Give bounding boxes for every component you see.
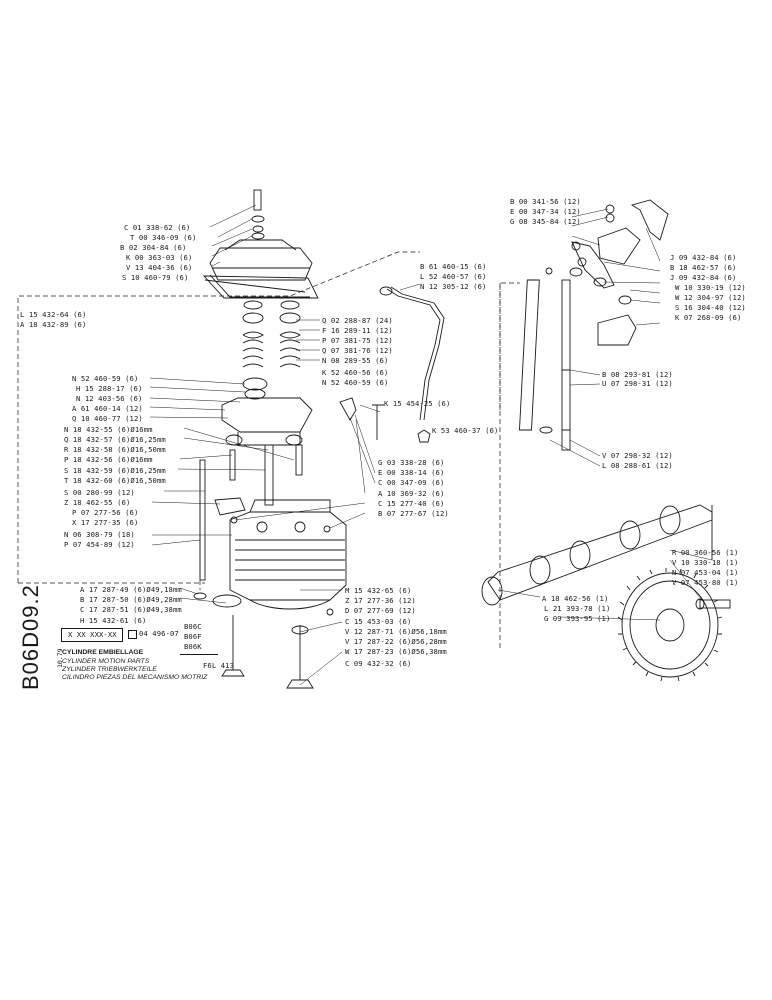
part-number-label: C 15 277-40 (6) bbox=[378, 499, 445, 508]
part-number-label: C 01 338-62 (6) bbox=[124, 223, 191, 232]
part-number-label: S 18 432-59 (6)Ø16,25mm bbox=[64, 466, 166, 475]
part-number-label: V 13 404-36 (6) bbox=[126, 263, 193, 272]
valve-ref: F6L 413 bbox=[203, 661, 234, 670]
part-number-label: L 21 393-78 (1) bbox=[544, 604, 611, 613]
part-number-label: N 08 289-55 (6) bbox=[322, 356, 389, 365]
model-label-2: B06F bbox=[184, 632, 202, 641]
part-number-label: R 18 432-58 (6)Ø16,50mm bbox=[64, 445, 166, 454]
part-number-label: V 12 287-71 (6)Ø56,18mm bbox=[345, 627, 447, 636]
part-number-label: V 07 453-80 (1) bbox=[672, 578, 739, 587]
part-number-label: V 10 330-18 (1) bbox=[672, 558, 739, 567]
part-number-label: L 15 432-64 (6) bbox=[20, 310, 87, 319]
part-number-label: R 00 360-56 (1) bbox=[672, 548, 739, 557]
part-number-label: N 12 305-12 (6) bbox=[420, 282, 487, 291]
part-number-label: B 00 341-56 (12) bbox=[510, 197, 581, 206]
part-number-label: S 00 280-99 (12) bbox=[64, 488, 135, 497]
title-es: CILINDRO PIEZAS DEL MECANISMO MOTRIZ bbox=[62, 674, 208, 681]
part-number-label: P 07 277-56 (6) bbox=[72, 508, 139, 517]
variant-ref-left: X XX XXX-XX bbox=[68, 630, 117, 639]
title-fr: CYLINDRE EMBIELLAGE bbox=[62, 649, 144, 656]
part-number-label: G 08 345-84 (12) bbox=[510, 217, 581, 226]
part-number-label: T 18 432-60 (6)Ø16,50mm bbox=[64, 476, 166, 485]
part-number-label: N 52 460-59 (6) bbox=[322, 378, 389, 387]
part-number-label: D 07 277-69 (12) bbox=[345, 606, 416, 615]
part-number-label: U 07 298-31 (12) bbox=[602, 379, 673, 388]
part-number-label: G 09 393-95 (1) bbox=[544, 614, 611, 623]
part-number-label: W 10 330-19 (12) bbox=[675, 283, 746, 292]
part-number-label: A 18 462-56 (1) bbox=[542, 594, 609, 603]
part-number-label: V 17 287-22 (6)Ø56,28mm bbox=[345, 637, 447, 646]
checkbox-icon bbox=[128, 630, 137, 639]
part-number-label: N 52 460-59 (6) bbox=[72, 374, 139, 383]
part-number-label: B 07 277-67 (12) bbox=[378, 509, 449, 518]
part-number-label: K 15 454-25 (6) bbox=[384, 399, 451, 408]
part-number-label: B 18 462-57 (6) bbox=[670, 263, 737, 272]
part-number-label: H 15 432-61 (6) bbox=[80, 616, 147, 625]
part-number-label: K 00 363-03 (6) bbox=[126, 253, 193, 262]
part-number-label: B 61 460-15 (6) bbox=[420, 262, 487, 271]
part-number-label: Q 02 288-87 (24) bbox=[322, 316, 393, 325]
part-number-label: L 08 288-61 (12) bbox=[602, 461, 673, 470]
part-number-label: B 02 304-84 (6) bbox=[120, 243, 187, 252]
part-number-label: L 52 460-57 (6) bbox=[420, 272, 487, 281]
part-number-label: J 09 432-84 (6) bbox=[670, 253, 737, 262]
variant-ref-box: X XX XXX-XX bbox=[61, 628, 123, 642]
part-number-label: N 07 453-04 (1) bbox=[672, 568, 739, 577]
part-number-label: A 18 432-89 (6) bbox=[20, 320, 87, 329]
part-number-label: V 07 298-32 (12) bbox=[602, 451, 673, 460]
part-number-label: A 61 460-14 (12) bbox=[72, 404, 143, 413]
variant-ref-right: 04 496-07 bbox=[139, 629, 179, 638]
model-label-1: B06C bbox=[184, 622, 202, 631]
part-number-label: N 06 308-79 (18) bbox=[64, 530, 135, 539]
part-number-label: W 12 304-97 (12) bbox=[675, 293, 746, 302]
part-number-label: H 15 288-17 (6) bbox=[76, 384, 143, 393]
part-number-label: C 00 347-09 (6) bbox=[378, 478, 445, 487]
title-de: ZYLINDER TRIEBWERKTEILE bbox=[62, 666, 157, 673]
part-number-label: C 17 287-51 (6)Ø49,38mm bbox=[80, 605, 182, 614]
part-number-label: B 08 293-81 (12) bbox=[602, 370, 673, 379]
part-number-label: W 17 287-23 (6)Ø56,38mm bbox=[345, 647, 447, 656]
part-number-label: P 18 432-56 (6)Ø16mm bbox=[64, 455, 153, 464]
part-number-label: A 10 369-32 (6) bbox=[378, 489, 445, 498]
part-number-label: N 12 403-56 (6) bbox=[76, 394, 143, 403]
part-number-label: C 09 432-32 (6) bbox=[345, 659, 412, 668]
part-number-label: J 09 432-84 (6) bbox=[670, 273, 737, 282]
sheet-code: B06D09.2 bbox=[18, 584, 43, 690]
part-number-label: X 17 277-35 (6) bbox=[72, 518, 139, 527]
part-number-label: E 00 338-14 (6) bbox=[378, 468, 445, 477]
part-number-label: G 03 338-28 (6) bbox=[378, 458, 445, 467]
part-number-label: S 10 460-79 (6) bbox=[122, 273, 189, 282]
part-number-label: T 00 346-09 (6) bbox=[130, 233, 197, 242]
part-number-label: E 00 347-34 (12) bbox=[510, 207, 581, 216]
part-number-label: K 07 268-09 (6) bbox=[675, 313, 742, 322]
part-number-label: Q 10 460-77 (12) bbox=[72, 414, 143, 423]
part-number-label: Z 18 462-55 (6) bbox=[64, 498, 131, 507]
model-label-3: B06K bbox=[184, 642, 202, 651]
part-number-label: B 17 287-50 (6)Ø49,28mm bbox=[80, 595, 182, 604]
part-number-label: M 15 432-65 (6) bbox=[345, 586, 412, 595]
part-number-label: K 53 460-37 (6) bbox=[432, 426, 499, 435]
part-number-label: S 16 304-40 (12) bbox=[675, 303, 746, 312]
part-number-label: K 52 460-56 (6) bbox=[322, 368, 389, 377]
part-number-label: P 07 454-89 (12) bbox=[64, 540, 135, 549]
part-number-label: A 17 287-49 (6)Ø49,18mm bbox=[80, 585, 182, 594]
part-number-label: F 16 289-11 (12) bbox=[322, 326, 393, 335]
part-number-label: N 18 432-55 (6)Ø16mm bbox=[64, 425, 153, 434]
model-box bbox=[180, 622, 218, 655]
part-number-label: P 07 381-75 (12) bbox=[322, 336, 393, 345]
part-number-label: Q 18 432-57 (6)Ø16,25mm bbox=[64, 435, 166, 444]
part-number-label: Q 07 381-76 (12) bbox=[322, 346, 393, 355]
part-number-label: C 15 453-03 (6) bbox=[345, 617, 412, 626]
title-en: CYLINDER MOTION PARTS bbox=[62, 658, 150, 665]
part-number-label: Z 17 277-36 (12) bbox=[345, 596, 416, 605]
